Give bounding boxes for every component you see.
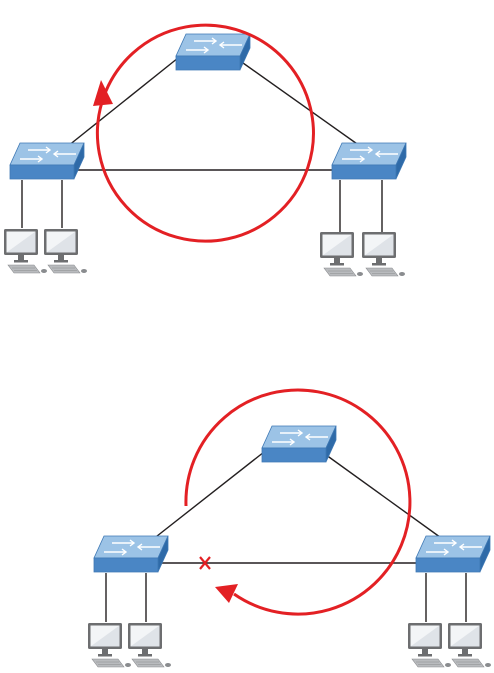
network-switch-icon	[10, 143, 84, 179]
link-top-left	[152, 452, 264, 540]
desktop-pc-icon	[128, 623, 171, 667]
desktop-pc-icon	[448, 623, 491, 667]
network-switch-icon	[176, 34, 250, 70]
network-switch-icon	[416, 536, 490, 572]
link-top-left	[68, 58, 178, 146]
desktop-pc-icon	[44, 229, 87, 273]
diagram-loop	[4, 25, 406, 276]
desktop-pc-icon	[320, 232, 363, 276]
desktop-pc-icon	[362, 232, 405, 276]
network-switch-icon	[94, 536, 168, 572]
network-switch-icon	[262, 426, 336, 462]
link-top-right	[236, 58, 360, 146]
desktop-pc-icon	[408, 623, 451, 667]
desktop-pc-icon	[4, 229, 47, 273]
loop-arrow	[186, 390, 410, 614]
diagram-loop-broken	[88, 390, 491, 667]
link-top-right	[322, 452, 444, 540]
desktop-pc-icon	[88, 623, 131, 667]
network-switch-icon	[332, 143, 406, 179]
